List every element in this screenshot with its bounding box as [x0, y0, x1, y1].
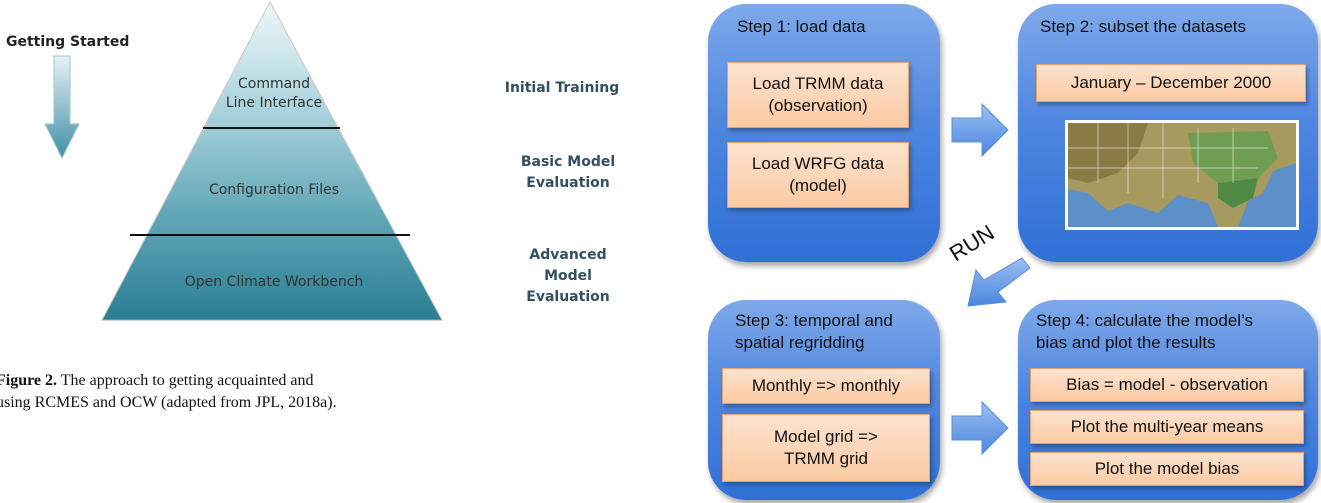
- right-arrow-icon-2: [951, 400, 1009, 456]
- step-1-title: Step 1: load data: [737, 17, 866, 36]
- step-3-item-1: Monthly => monthly: [722, 368, 930, 404]
- step-4-item-3: Plot the model bias: [1030, 452, 1304, 486]
- step-4-item-1: Bias = model - observation: [1030, 368, 1304, 402]
- step-3-title: Step 3: temporal and spatial regridding: [735, 311, 893, 352]
- step-4-item-2: Plot the multi-year means: [1030, 410, 1304, 444]
- pyramid-shape: [101, 0, 443, 321]
- diagonal-arrow-icon: [967, 257, 1031, 307]
- side-label-advanced-2: Model: [544, 268, 592, 284]
- tier-1-line-1: Command: [238, 76, 310, 92]
- side-label-basic-1: Basic Model: [521, 154, 615, 170]
- caption-label: Figure 2.: [0, 372, 58, 389]
- map-image: [1065, 120, 1299, 230]
- down-arrow-icon: [44, 55, 80, 160]
- right-arrow-icon: [951, 102, 1009, 158]
- step-1-item-2: Load WRFG data (model): [727, 142, 909, 208]
- figure-caption: Figure 2. The approach to getting acquai…: [0, 370, 341, 414]
- tier-3-label: Open Climate Workbench: [185, 274, 364, 290]
- step-3-item-2: Model grid => TRMM grid: [722, 414, 930, 482]
- step-2-item-1: January – December 2000: [1036, 64, 1306, 102]
- step-1-box: [708, 4, 940, 262]
- step-4-title: Step 4: calculate the model’s bias and p…: [1036, 311, 1254, 352]
- side-label-initial-training: Initial Training: [505, 80, 620, 96]
- step-1-item-1: Load TRMM data (observation): [727, 62, 909, 128]
- step-2-title: Step 2: subset the datasets: [1040, 17, 1247, 36]
- tier-2-label: Configuration Files: [209, 182, 339, 198]
- caption-text: The approach to getting acquainted and u…: [0, 372, 337, 411]
- side-label-advanced-1: Advanced: [529, 247, 606, 263]
- side-label-basic-2: Evaluation: [526, 175, 609, 191]
- getting-started-label: Getting Started: [6, 34, 129, 50]
- us-map-icon: [1068, 123, 1296, 227]
- side-label-advanced-3: Evaluation: [526, 289, 609, 305]
- tier-1-line-2: Line Interface: [226, 95, 322, 111]
- pyramid-diagram: Getting Started Command Line Interface C…: [6, 0, 620, 321]
